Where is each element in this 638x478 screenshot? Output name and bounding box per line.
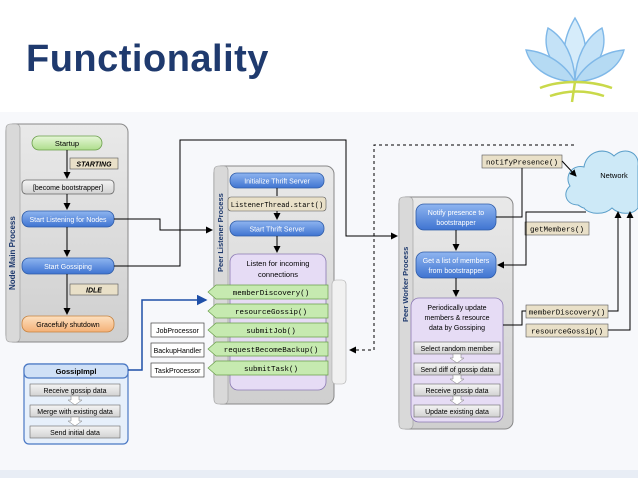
startup-label: Startup <box>55 139 79 148</box>
worker-step-3: Receive gossip data <box>425 388 488 395</box>
network-calls: notifyPresence() getMembers() memberDisc… <box>481 154 609 338</box>
network-cloud-icon: Network <box>565 150 638 214</box>
notify-presence-line1: Notify presence to <box>428 210 485 217</box>
svg-text:memberDiscovery(): memberDiscovery() <box>529 310 606 318</box>
starting-state <box>69 157 119 170</box>
gossip-impl-step-2: Merge with existing data <box>37 409 113 416</box>
idle-state <box>69 283 119 296</box>
svg-text:submitJob(): submitJob() <box>246 328 296 336</box>
svg-text:getMembers(): getMembers() <box>530 227 584 235</box>
gossip-impl-step-3: Send initial data <box>50 430 100 437</box>
svg-text:notifyPresence(): notifyPresence() <box>486 160 558 168</box>
svg-text:requestBecomeBackup(): requestBecomeBackup() <box>224 347 319 355</box>
worker-step-2: Send diff of gossip data <box>420 367 493 374</box>
node-main-process-label: Node Main Process <box>8 216 17 290</box>
become-bootstrapper-label: [become bootstrapper] <box>33 185 103 192</box>
job-processor-box <box>150 322 205 338</box>
periodic-line1: Periodically update <box>427 305 486 312</box>
shutdown-label: Gracefully shutdown <box>36 322 100 329</box>
footer-bar <box>0 470 638 478</box>
starting-state-label: STARTING <box>76 162 112 169</box>
svg-text:resourceGossip(): resourceGossip() <box>235 309 307 317</box>
network-to-listener-dashed <box>349 144 574 354</box>
get-members-call <box>524 221 590 236</box>
svg-text:submitTask(): submitTask() <box>244 366 298 374</box>
start-thrift-label: Start Thrift Server <box>249 227 305 234</box>
gossip-impl-connector <box>128 294 208 371</box>
listener-thread-label: ListenerThread.start() <box>231 202 323 210</box>
worker-step-4: Update existing data <box>425 409 489 416</box>
periodic-line3: data by Gossiping <box>429 325 485 332</box>
become-bootstrapper-box <box>21 179 115 195</box>
peer-listener-process-label: Peer Listener Process <box>216 193 225 272</box>
rpc-request-become-backup: requestBecomeBackup() <box>207 341 329 357</box>
job-processor-label: JobProcessor <box>156 328 199 335</box>
get-members-line1: Get a list of members <box>423 258 490 265</box>
handlers: JobProcessor BackupHandler TaskProcessor <box>150 322 205 378</box>
gossip-impl-step-1: Receive gossip data <box>43 388 106 395</box>
svg-text:resourceGossip(): resourceGossip() <box>531 329 603 337</box>
idle-state-label: IDLE <box>86 288 102 295</box>
init-thrift-label: Initialize Thrift Server <box>244 179 310 186</box>
lotus-logo-icon <box>525 16 625 103</box>
listen-incoming-line2: connections <box>258 270 298 279</box>
rpc-submit-task: submitTask() <box>207 360 329 376</box>
rpc-list: memberDiscovery() resourceGossip() submi… <box>207 279 347 385</box>
listen-incoming-line1: Listen for incoming <box>247 259 310 268</box>
gossip-impl-panel: GossipImpl Receive gossip data Merge wit… <box>23 363 129 445</box>
worker-step-1: Select random member <box>421 346 494 353</box>
start-gossiping-label: Start Gossiping <box>44 264 92 271</box>
node-main-process-panel: Node Main Process Startup STARTING [beco… <box>5 123 129 343</box>
get-members-line2: from bootstrapper <box>428 268 484 275</box>
svg-text:memberDiscovery(): memberDiscovery() <box>233 290 310 298</box>
task-processor-label: TaskProcessor <box>155 368 202 375</box>
backup-handler-label: BackupHandler <box>154 348 203 355</box>
peer-worker-process-panel: Peer Worker Process Notify presence to b… <box>398 196 514 430</box>
backup-handler-box <box>150 342 205 358</box>
rpc-submit-job: submitJob() <box>207 322 329 338</box>
periodic-line2: members & resource <box>425 315 490 322</box>
network-label: Network <box>600 171 628 180</box>
task-processor-box <box>150 362 205 378</box>
peer-worker-process-label: Peer Worker Process <box>401 247 410 322</box>
slide-header: Functionality <box>0 0 638 112</box>
gossip-impl-title: GossipImpl <box>56 367 97 376</box>
rpc-resource-gossip: resourceGossip() <box>207 303 329 319</box>
connectors <box>114 139 634 331</box>
shutdown-box <box>21 315 115 333</box>
rpc-member-discovery: memberDiscovery() <box>207 284 329 300</box>
start-listening-label: Start Listening for Nodes <box>29 217 107 224</box>
notify-presence-line2: bootstrapper <box>436 220 476 227</box>
slide-title: Functionality <box>26 38 269 80</box>
